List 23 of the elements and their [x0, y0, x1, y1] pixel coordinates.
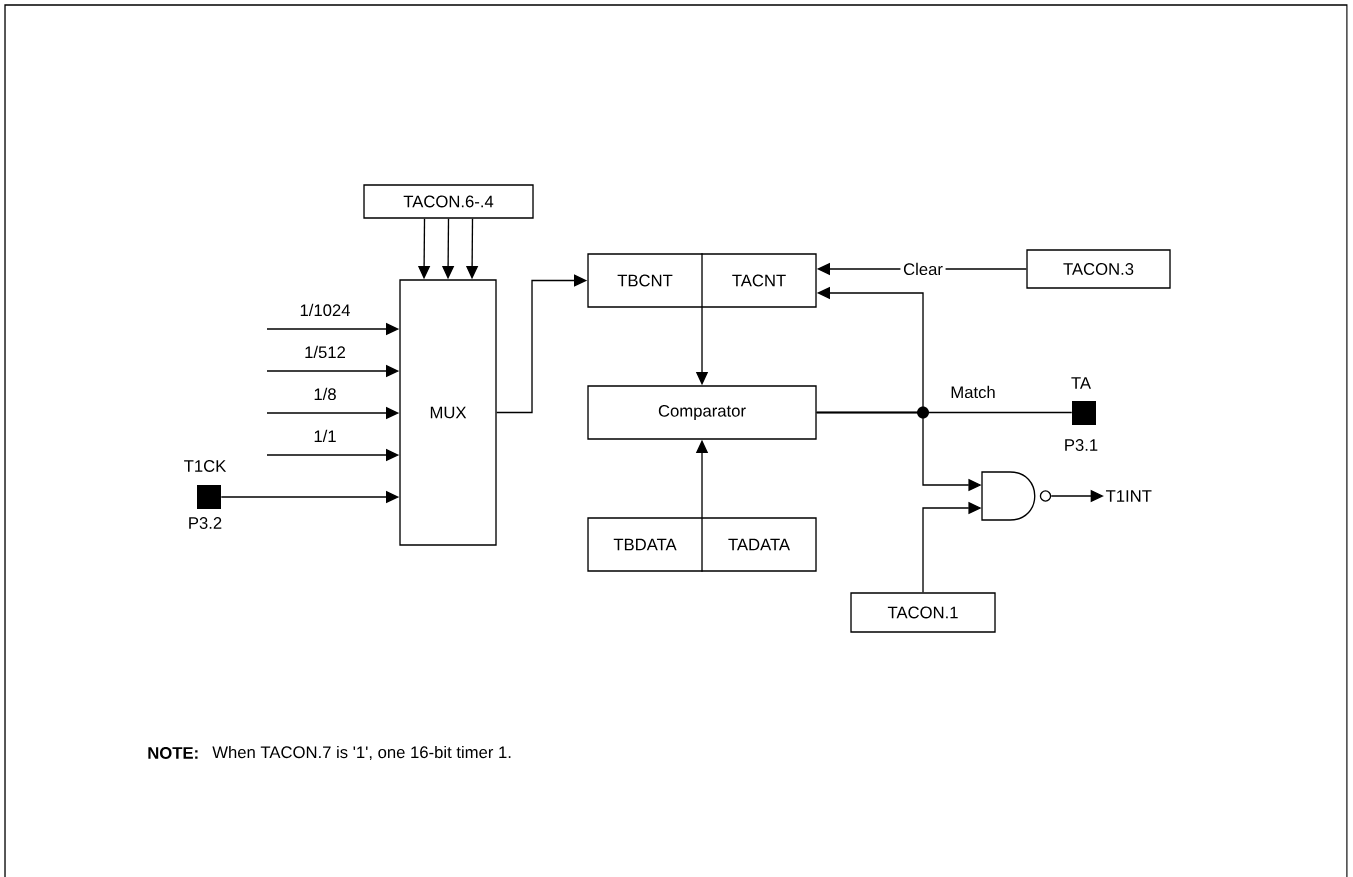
- comparator-box: Comparator: [587, 385, 817, 440]
- pin-square: [1072, 401, 1096, 425]
- note-text: When TACON.7 is '1', one 16-bit timer 1.: [212, 745, 511, 761]
- signal-label: T1INT: [1106, 490, 1152, 502]
- register-box: TBDATA TADATA: [587, 516, 817, 573]
- pin-label: P3.2: [189, 517, 222, 529]
- edge-label: Match: [947, 383, 999, 401]
- edge-label: 1/1024: [296, 301, 354, 319]
- edge-label: 1/512: [301, 343, 349, 361]
- control-box: TACON.1: [850, 592, 996, 633]
- edge-label: 1/8: [310, 385, 340, 403]
- pin-label: TA: [1071, 377, 1091, 389]
- note-label: NOTE:: [148, 747, 198, 759]
- mux-box: MUX: [399, 279, 497, 546]
- control-box: TACON.3: [1026, 249, 1171, 289]
- pin-square: [197, 485, 221, 509]
- control-box: TACON.6-.4: [363, 184, 534, 219]
- pin-label: T1CK: [184, 460, 227, 472]
- edge-label: Clear: [900, 260, 946, 278]
- edge-label: 1/1: [310, 427, 340, 445]
- pin-label: P3.1: [1065, 439, 1098, 451]
- nand-gate: [981, 471, 1052, 521]
- register-box: TBCNT TACNT: [587, 252, 817, 309]
